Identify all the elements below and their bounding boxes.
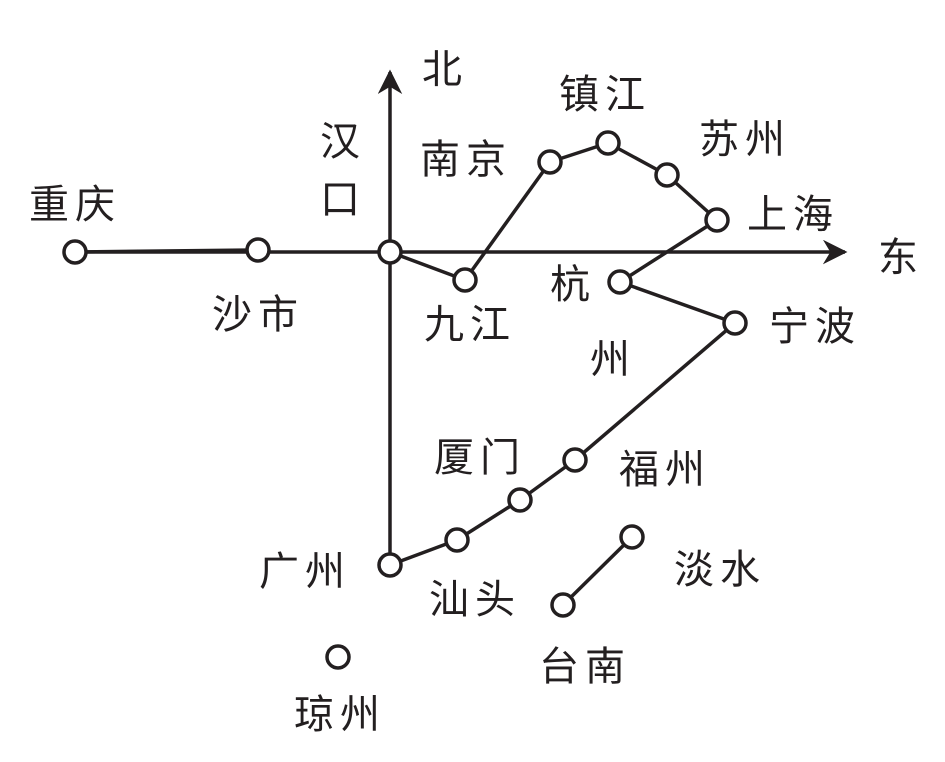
city-label-hangzhou: 杭	[550, 262, 590, 308]
route-shanghai-hangzhou	[619, 218, 718, 284]
city-label-nanjing: 南京	[420, 137, 512, 183]
route-jiujiang-nanjing	[463, 160, 552, 282]
city-label-shashi: 沙市	[212, 292, 304, 338]
route-chongqing-shashi	[74, 248, 259, 254]
route-ningbo-fuzhou	[573, 321, 737, 462]
east-label: 东	[878, 235, 918, 281]
city-label-suzhou: 苏州	[699, 117, 791, 163]
city-label-hankou: 汉	[320, 119, 360, 165]
city-node-qiongzhou	[325, 644, 351, 670]
city-node-suzhou	[654, 162, 680, 188]
route-shantou-danshui	[561, 535, 634, 607]
city-node-jiujiang	[452, 267, 478, 293]
north-label: 北	[422, 47, 462, 93]
city-node-chongqing	[62, 239, 88, 265]
city-label-jiujiang: 九江	[424, 302, 516, 348]
city-label-fuzhou: 福州	[619, 447, 711, 493]
city-label-guangzhou: 广州	[259, 549, 351, 595]
city-node-shanghai	[704, 207, 730, 233]
city-node-nanjing	[537, 149, 563, 175]
city-node-unnamed	[444, 527, 470, 553]
city-node-zhenjiang	[595, 130, 621, 156]
city-label-qiongzhou: 琼州	[294, 692, 386, 738]
city-label-zhenjiang: 镇江	[559, 72, 651, 118]
city-label-hangzhou: 州	[590, 337, 630, 383]
city-node-shashi	[245, 237, 271, 263]
city-node-ningbo	[722, 310, 748, 336]
city-label-shanghai: 上海	[747, 192, 839, 238]
city-node-fuzhou	[562, 447, 588, 473]
route-hankou-jiujiang	[389, 250, 466, 282]
city-node-shantou	[550, 592, 576, 618]
city-label-ningbo: 宁波	[769, 304, 861, 350]
city-node-guangzhou	[377, 552, 403, 578]
city-label-chongqing: 重庆	[29, 182, 121, 228]
city-label-hankou: 口	[320, 177, 360, 223]
city-node-xiamen	[507, 487, 533, 513]
route-hangzhou-ningbo	[619, 280, 736, 325]
city-node-hankou	[377, 239, 403, 265]
city-label-danshui: 淡水	[674, 547, 766, 593]
city-node-danshui	[619, 524, 645, 550]
city-label-tainan: 台南	[539, 644, 631, 690]
city-node-hangzhou	[607, 269, 633, 295]
city-label-xiamen: 厦门	[434, 435, 526, 481]
city-label-shantou: 汕头	[429, 577, 521, 623]
